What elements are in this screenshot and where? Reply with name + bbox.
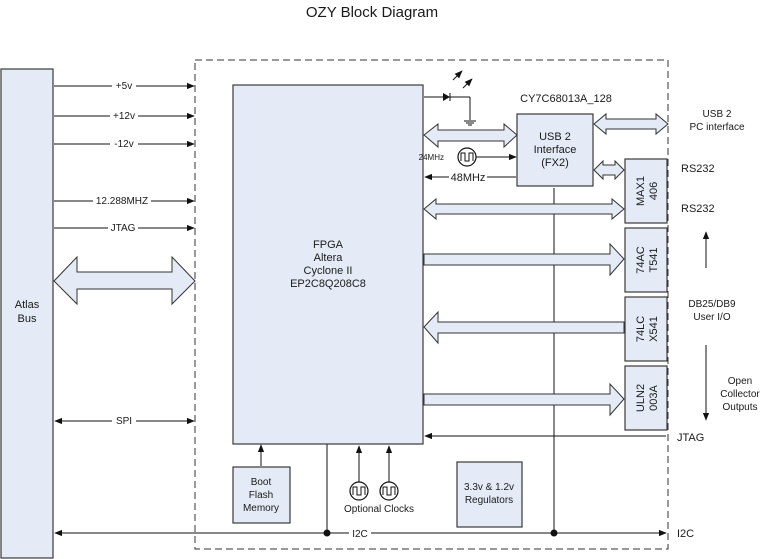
rs232-label-2: RS232 [681,203,715,215]
usb-pc-label-2: PC interface [689,122,744,133]
usb-pc-label-1: USB 2 [703,109,732,120]
atlas-bus-label-2: Bus [18,313,37,325]
uln2003a-label-2: 003A [648,384,660,410]
optional-clocks-label: Optional Clocks [344,504,414,515]
db25-label-1: DB25/DB9 [688,299,736,310]
open-collector-label-1: Open [728,376,752,387]
regulators-block: 3.3v & 1.2v Regulators [456,461,523,528]
usb-label-1: USB 2 [539,131,571,143]
74lcx541-label-2: X541 [648,316,660,342]
uln2003a-block: ULN2 003A [624,365,668,431]
max1406-label-1: MAX1 [635,176,647,206]
uln2003a-label-1: ULN2 [635,384,647,412]
boot-flash-label-3: Memory [243,503,279,514]
fpga-label-4: EP2C8Q208C8 [290,278,366,290]
atlas-bus-label-1: Atlas [15,299,40,311]
fpga-label-1: FPGA [313,239,344,251]
label-i2c-bus: I2C [352,529,368,540]
signal-12v: +12v [54,109,195,122]
74act541-label-1: 74AC [635,246,647,274]
74act541-block: 74AC T541 [624,227,668,293]
atlas-data-bus-arrow [53,255,196,306]
label-48mhz: 48MHz [451,172,486,184]
label-24mhz: 24MHz [419,153,444,162]
usb-part-number: CY7C68013A_128 [520,93,612,105]
74act541-label-2: T541 [648,247,660,272]
74lcx541-block: 74LC X541 [624,296,668,362]
label-jtag-right: JTAG [677,432,704,444]
fpga-block: FPGA Altera Cyclone II EP2C8Q208C8 [232,84,424,445]
usb-interface-block: USB 2 Interface (FX2) [516,113,594,187]
fpga-usb-bus-arrow [423,122,518,149]
signal-12288mhz: 12.288MHZ [54,194,195,207]
usb-pc-bus-arrow [593,112,669,136]
open-collector-label-3: Outputs [722,402,757,413]
label-12288mhz: 12.288MHZ [96,196,148,207]
max1406-block: MAX1 406 [624,158,668,224]
label-spi: SPI [116,416,132,427]
board-outline [194,59,669,550]
label-i2c-right: I2C [677,528,694,540]
max1406-label-2: 406 [648,182,660,200]
signal-i2c: I2C [54,188,667,540]
clock-48mhz: 48MHz [424,170,516,184]
fpga-label-2: Altera [314,252,344,264]
label-jtag-left: JTAG [111,223,136,234]
led-indicator [424,70,476,126]
usb-label-3: (FX2) [541,157,569,169]
regulators-label-2: Regulators [465,495,513,506]
clock-24mhz: 24MHz [419,147,517,167]
fpga-label-3: Cyclone II [304,265,353,277]
atlas-bus-block: Atlas Bus [0,68,54,559]
74lcx541-label-1: 74LC [635,316,647,342]
fpga-uln2003a-arrow [423,382,625,417]
db25-label-2: User I/O [693,312,730,323]
rs232-label-1: RS232 [681,163,715,175]
signal-5v: +5v [54,79,195,92]
label-5v: +5v [116,81,132,92]
boot-flash-block: Boot Flash Memory [232,466,291,524]
fpga-74act541-arrow [423,242,625,277]
signal-neg12v: -12v [54,137,195,150]
usb-label-2: Interface [534,144,577,156]
regulators-label-1: 3.3v & 1.2v [464,482,514,493]
label-12v: +12v [113,111,135,122]
label-neg12v: -12v [114,139,133,150]
open-collector-label-2: Collector [720,389,760,400]
diagram-title: OZY Block Diagram [306,4,438,21]
fpga-max1406-bus-arrow [423,197,625,221]
usb-max1406-bus-arrow [593,159,625,181]
74lcx541-fpga-arrow [423,310,625,345]
boot-flash-label-2: Flash [249,490,273,501]
boot-flash-label-1: Boot [251,477,272,488]
optional-clocks: Optional Clocks [344,445,414,515]
signal-jtag-left: JTAG [54,221,195,234]
signal-spi: SPI [54,414,195,427]
